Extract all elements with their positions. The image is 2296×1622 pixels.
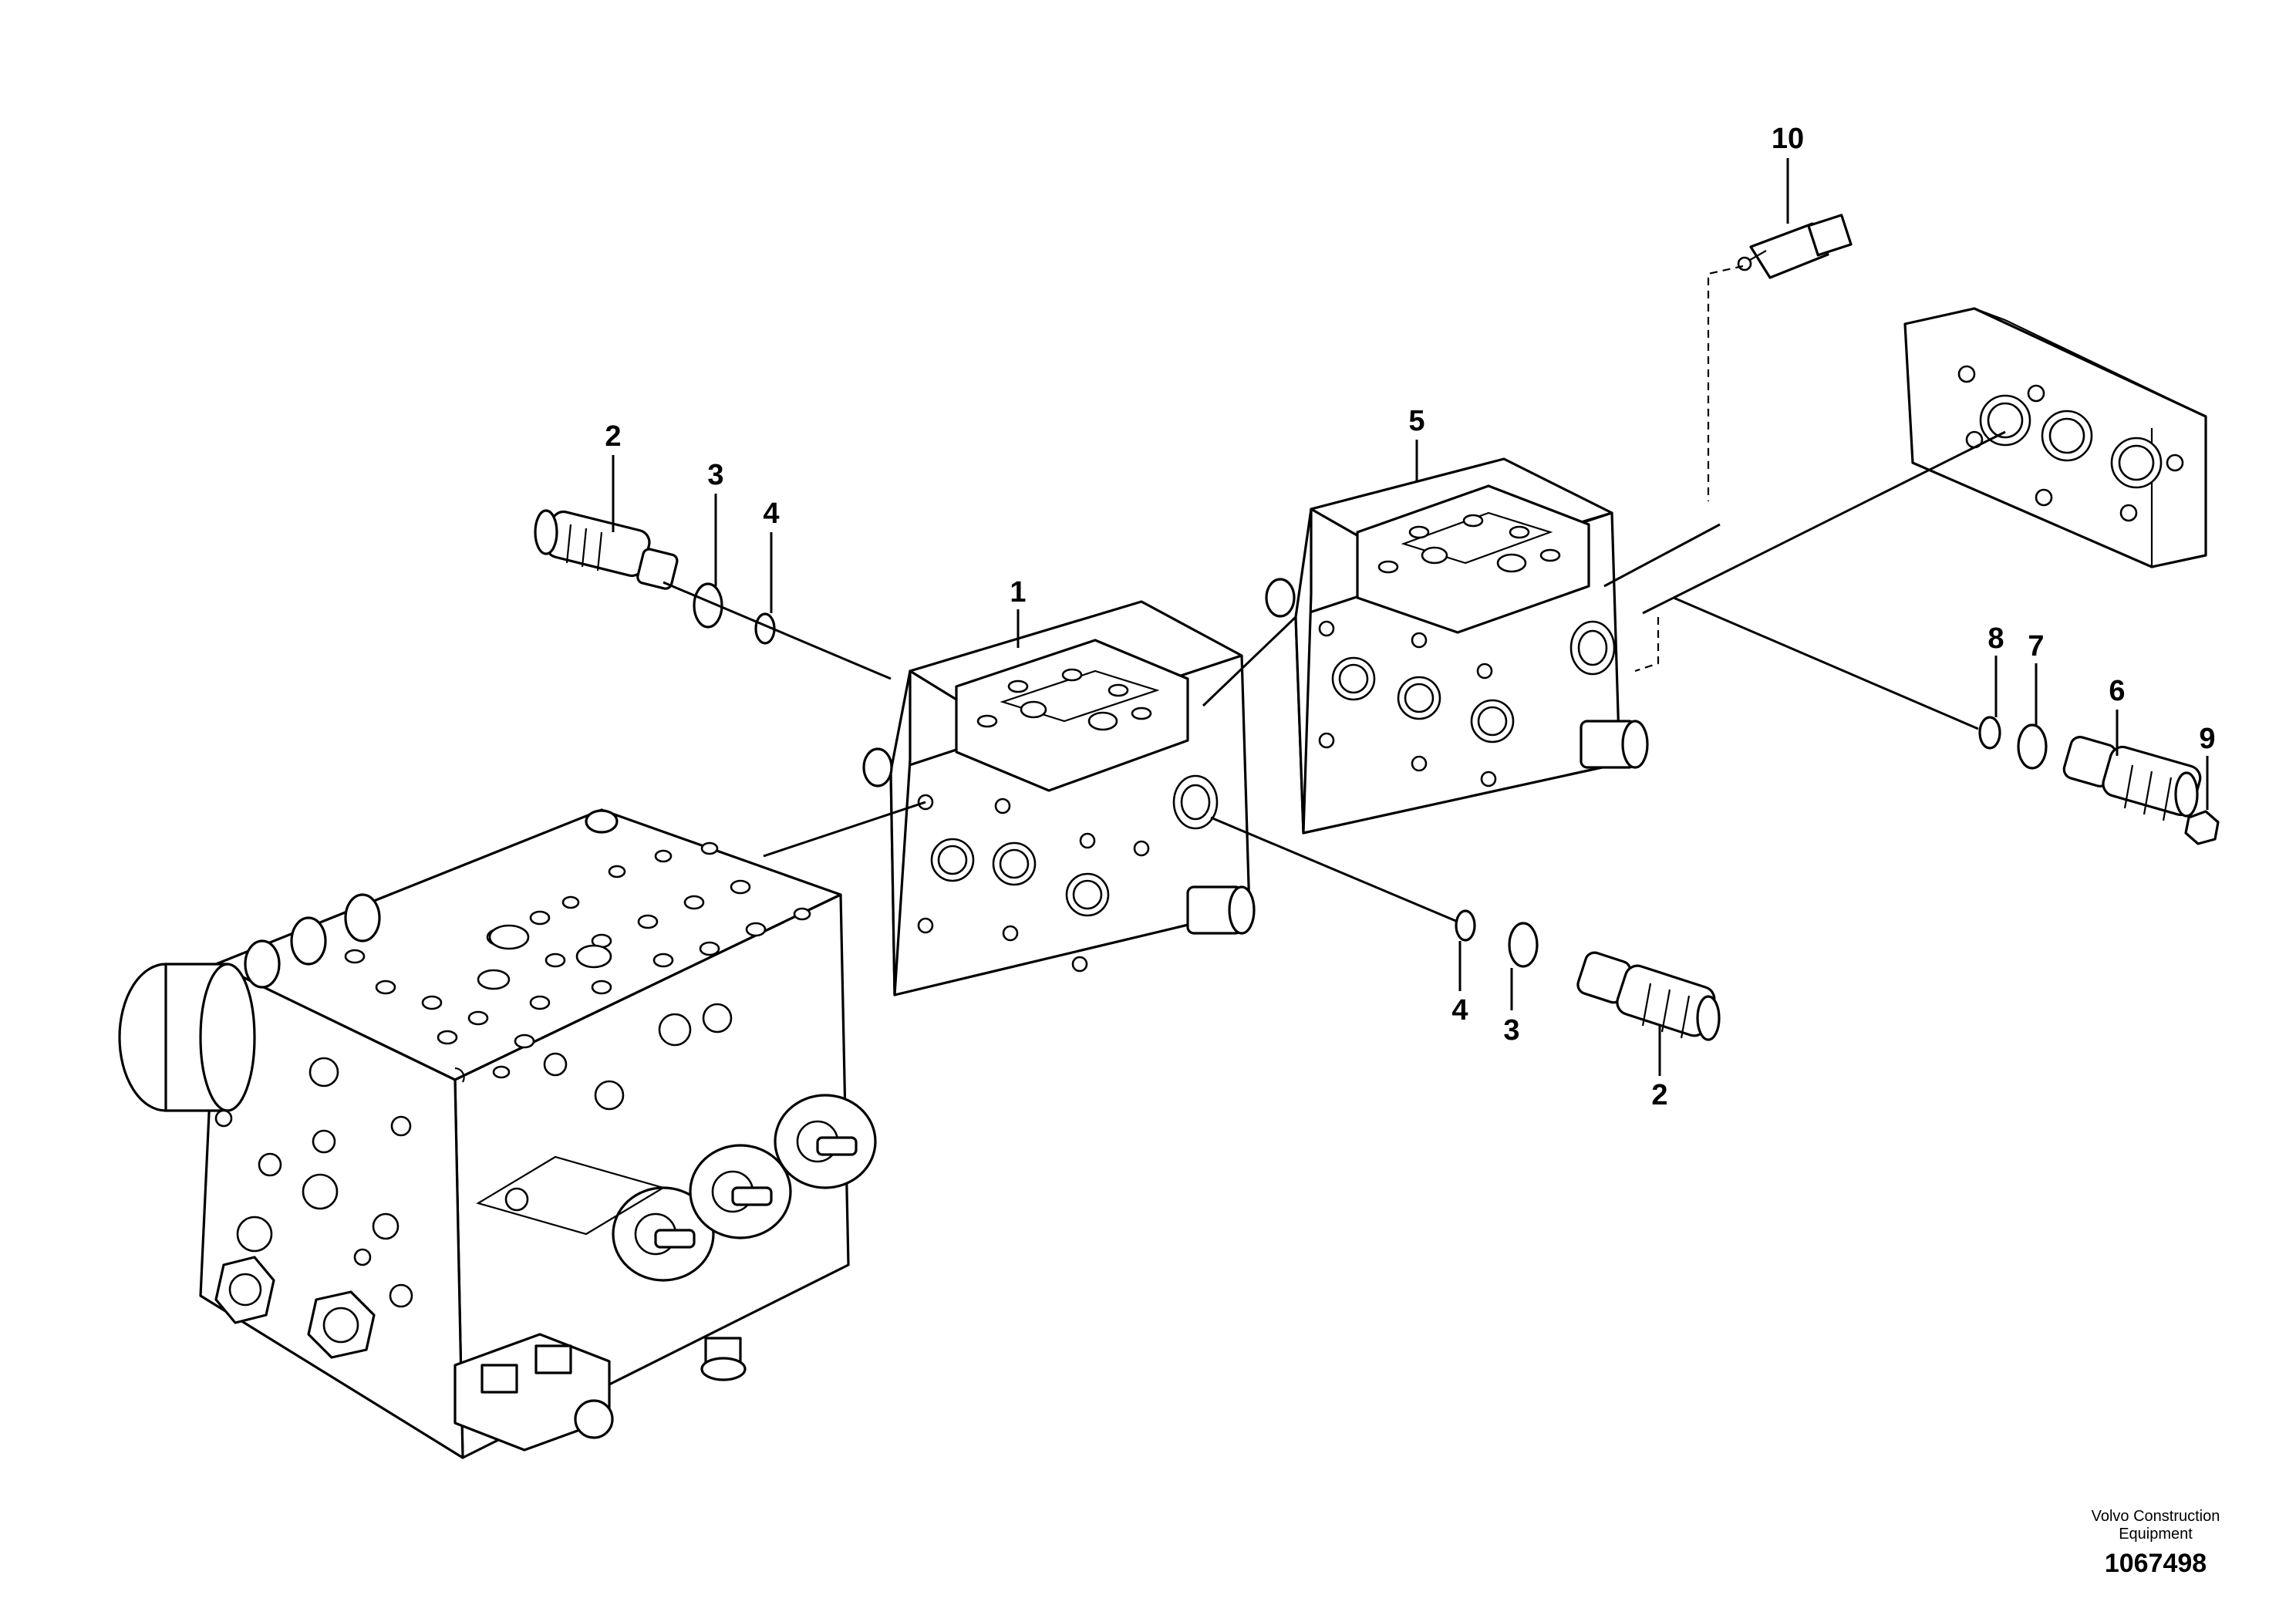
o-ring-part-3-upper	[693, 582, 723, 629]
assembly-lines	[612, 158, 2209, 1076]
callout-6: 6	[2109, 675, 2125, 707]
relief-valve-part-2-upper	[534, 509, 679, 590]
pressure-sensor-part-10	[1737, 214, 1853, 279]
o-ring-part-4-lower	[1455, 909, 1476, 942]
valve-section-1	[862, 600, 1256, 996]
callout-2-lower: 2	[1651, 1079, 1667, 1111]
o-ring-part-3-lower	[1508, 922, 1539, 968]
brand-name-line-1: Volvo Construction	[2092, 1508, 2220, 1525]
drawing-number: 1067498	[2105, 1549, 2207, 1578]
main-control-valve	[118, 808, 877, 1459]
callout-3-upper: 3	[707, 459, 723, 491]
callout-7: 7	[2028, 630, 2044, 663]
callout-9: 9	[2199, 723, 2215, 755]
callout-3-lower: 3	[1503, 1014, 1519, 1047]
nut-part-9	[2184, 810, 2220, 845]
callout-8: 8	[1988, 622, 2004, 655]
o-ring-part-8	[1978, 716, 2001, 750]
relief-valve-part-2-lower	[1576, 951, 1721, 1041]
callout-1: 1	[1010, 576, 1026, 609]
callout-10: 10	[1772, 123, 1804, 155]
end-cover-plate	[1903, 307, 2207, 568]
callout-5: 5	[1408, 405, 1424, 437]
brand-name-line-2: Equipment	[2119, 1526, 2193, 1543]
o-ring-part-7	[2017, 723, 2048, 770]
callout-4-upper: 4	[763, 497, 779, 530]
callout-2-upper: 2	[605, 420, 621, 453]
valve-cartridge-part-6	[2062, 736, 2202, 821]
callout-4-lower: 4	[1451, 994, 1468, 1027]
valve-section-5	[1265, 457, 1649, 835]
